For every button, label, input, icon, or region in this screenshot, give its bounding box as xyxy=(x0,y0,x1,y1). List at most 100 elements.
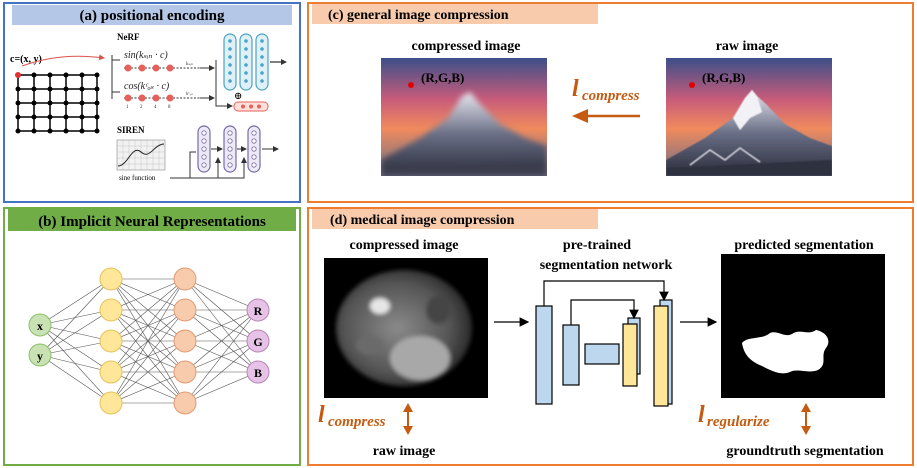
inr-edge xyxy=(110,278,186,404)
encoder-block-2 xyxy=(562,324,580,386)
output-r-label: R xyxy=(254,304,263,318)
inr-edge xyxy=(184,309,259,373)
raw-image-label: raw image xyxy=(716,39,779,54)
inr-edge xyxy=(110,278,186,373)
coord-label: c=(x, y) xyxy=(10,54,42,65)
inr-edge xyxy=(110,309,186,404)
decoder-block-2 xyxy=(622,323,638,387)
compressed-mountain-image xyxy=(381,58,547,176)
input-x-label: x xyxy=(37,319,43,333)
selected-coordinate-dot xyxy=(15,72,21,78)
svg-text:l: l xyxy=(318,402,325,428)
encoded-vector xyxy=(233,101,269,112)
panel-general-compression: (c) general image compression compressed… xyxy=(307,2,914,203)
coordinate-grid xyxy=(15,72,100,134)
cos-encoding-dots xyxy=(124,94,210,102)
panel-medical-compression: (d) medical image compression compressed… xyxy=(307,207,914,466)
nerf-mlp xyxy=(223,33,287,91)
input-nodes xyxy=(28,313,52,367)
panel-positional-encoding: (a) positional encoding c=(x, y) xyxy=(3,2,301,203)
inr-edge xyxy=(39,324,112,342)
inr-edge xyxy=(110,371,186,404)
panel-b-title-bg xyxy=(8,209,296,231)
svg-text:l: l xyxy=(572,76,579,102)
inr-connections xyxy=(39,278,259,404)
output-g-label: G xyxy=(253,335,262,349)
siren-label: SIREN xyxy=(117,125,145,135)
predicted-seg-label: predicted segmentation xyxy=(734,238,874,253)
sine-caption: sine function xyxy=(119,174,156,182)
medical-raw-label: raw image xyxy=(373,444,436,459)
network-label-line1: pre-trained xyxy=(563,238,631,253)
coord-to-encoding-arrow xyxy=(21,54,105,67)
inr-edge xyxy=(39,278,112,356)
svg-text:8: 8 xyxy=(168,105,171,110)
medical-compressed-label: compressed image xyxy=(350,238,459,253)
hidden-layer-1 xyxy=(99,267,123,415)
sine-function-plot xyxy=(116,139,166,171)
regularize-loss-double-arrow xyxy=(801,403,811,435)
raw-mountain-image xyxy=(666,58,832,176)
inr-edge xyxy=(110,278,186,342)
skip-connection-2 xyxy=(570,299,639,325)
raw-sample-pixel-dot xyxy=(689,82,695,88)
inr-edge xyxy=(110,278,186,311)
inr-edge xyxy=(184,278,259,311)
inr-edge xyxy=(39,309,112,356)
inr-edge xyxy=(39,309,112,326)
panel-a-title-bg xyxy=(12,5,292,25)
decoder-block-1 xyxy=(653,305,669,407)
concat-symbol: ⊕ xyxy=(234,91,242,102)
inr-edge xyxy=(39,340,112,356)
svg-text:regularize: regularize xyxy=(707,414,770,430)
raw-rgb-label: (R,G,B) xyxy=(702,70,745,85)
predicted-segmentation-image xyxy=(721,254,885,398)
inr-edge xyxy=(184,371,259,404)
output-nodes xyxy=(246,298,270,384)
bottleneck-block xyxy=(584,343,620,365)
inr-edge xyxy=(110,340,186,404)
segmentation-mask xyxy=(742,330,829,374)
panel-b-title: (b) Implicit Neural Representations xyxy=(38,214,266,230)
sample-pixel-dot xyxy=(408,82,414,88)
panel-a-title: (a) positional encoding xyxy=(79,8,225,24)
inr-edge xyxy=(39,278,112,326)
nerf-label: NeRF xyxy=(117,32,140,42)
svg-text:l: l xyxy=(698,402,705,428)
output-b-label: B xyxy=(254,366,262,380)
network-label-line2: segmentation network xyxy=(540,258,673,273)
inr-edge xyxy=(184,309,259,342)
inr-edge xyxy=(39,354,112,373)
inr-edge xyxy=(184,309,259,404)
siren-mlp xyxy=(170,125,279,179)
cos-formula: cos(kᶜₒₛ · c) xyxy=(124,81,170,92)
ksin-small-label: kₛᵢₙ xyxy=(186,62,193,67)
inr-edge xyxy=(184,340,259,404)
groundtruth-seg-label: groundtruth segmentation xyxy=(726,444,883,459)
encoder-block-1 xyxy=(535,305,553,405)
skip-connection-1 xyxy=(543,280,669,306)
segmentation-unet xyxy=(535,280,673,407)
compress-loss-double-arrow xyxy=(403,403,413,435)
panel-c-title: (c) general image compression xyxy=(328,8,509,23)
panel-d-title: (d) medical image compression xyxy=(330,213,515,228)
panel-c-title-bg xyxy=(312,4,598,24)
input-y-label: y xyxy=(37,349,43,363)
frequency-ticks: 1 2 4 8 xyxy=(126,105,171,110)
inr-edge xyxy=(39,324,112,373)
sin-formula: sin(kₛᵢₙ · c) xyxy=(124,50,168,61)
inr-edge xyxy=(39,324,112,404)
brain-mri-image xyxy=(324,258,488,398)
svg-text:4: 4 xyxy=(154,105,157,110)
panel-d-title-bg xyxy=(312,209,598,229)
loss-regularize-label: l regularize xyxy=(698,402,770,430)
loss-compress-label-d: l compress xyxy=(318,402,386,430)
svg-text:compress: compress xyxy=(328,414,386,430)
compressed-rgb-label: (R,G,B) xyxy=(421,70,464,85)
svg-text:compress: compress xyxy=(582,88,640,104)
svg-text:1: 1 xyxy=(126,105,129,110)
panel-inr: (b) Implicit Neural Representations x y … xyxy=(3,207,301,466)
svg-text:2: 2 xyxy=(140,105,143,110)
inr-edge xyxy=(39,354,112,404)
